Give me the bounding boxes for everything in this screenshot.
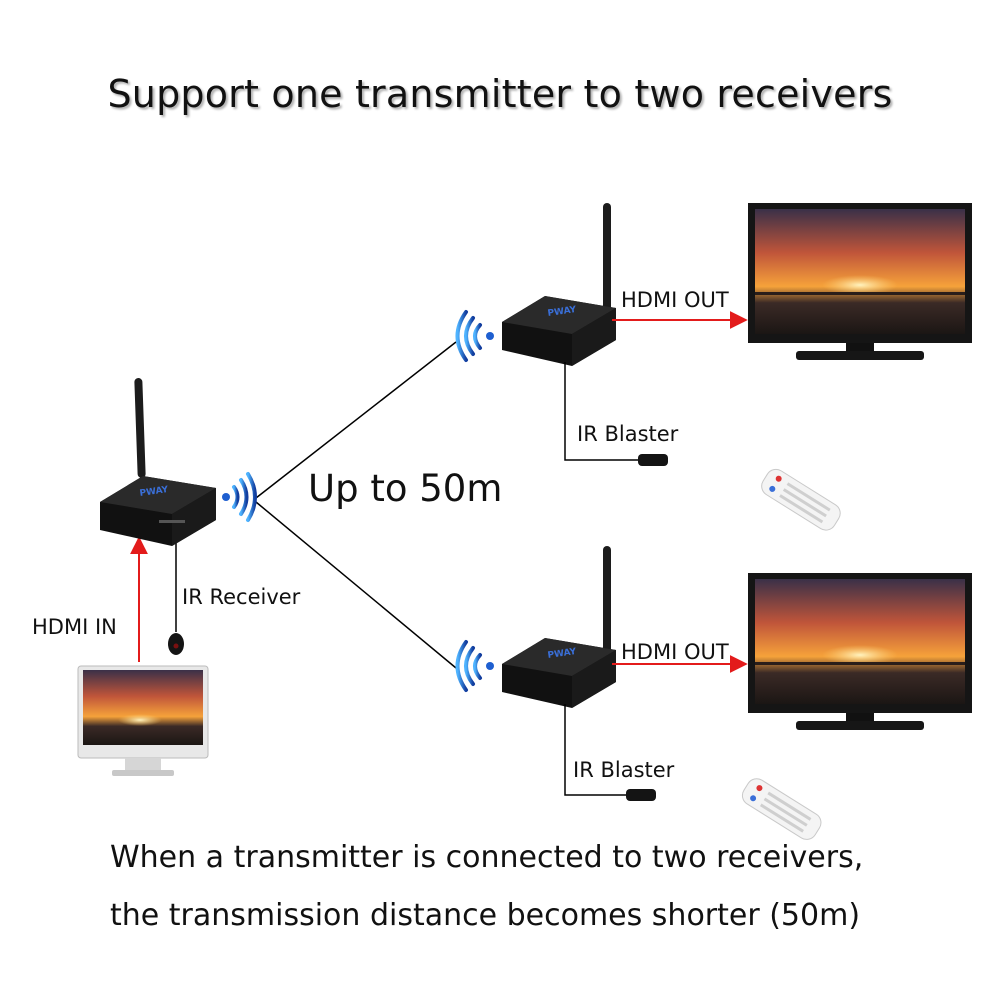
hdmi-in-label: HDMI IN — [32, 615, 117, 639]
distance-label: Up to 50m — [308, 467, 503, 510]
receiver-2-device — [502, 546, 616, 708]
receiver-1-ir-blaster — [564, 362, 668, 466]
ir-receiver — [168, 530, 184, 655]
ir-receiver-label: IR Receiver — [182, 585, 301, 609]
tv-2 — [748, 573, 972, 730]
wireless-link-lines — [255, 341, 457, 669]
receiver-1-device — [502, 203, 616, 366]
computer-monitor — [77, 665, 209, 776]
transmitter-wifi-icon — [222, 472, 257, 522]
receiver-1-wifi-icon — [455, 310, 494, 362]
receiver-1-ir-blaster-label: IR Blaster — [577, 422, 679, 446]
page-title: Support one transmitter to two receivers — [107, 72, 893, 116]
receiver-2-ir-blaster — [564, 704, 656, 801]
link-to-receiver-2 — [255, 501, 457, 669]
receiver-2-brand: PWAY — [547, 647, 577, 661]
receiver-1-hdmi-out-label: HDMI OUT — [621, 288, 729, 312]
receiver-2-wifi-icon — [455, 640, 494, 692]
remote-control-2 — [741, 778, 822, 840]
tv-1 — [748, 203, 972, 360]
receiver-2-ir-blaster-label: IR Blaster — [573, 758, 675, 782]
remote-control-1 — [761, 468, 841, 531]
transmitter-device — [100, 378, 216, 546]
caption-line-1: When a transmitter is connected to two r… — [110, 840, 864, 875]
receiver-1-brand: PWAY — [547, 305, 577, 319]
receiver-2-hdmi-out-label: HDMI OUT — [621, 640, 729, 664]
caption-line-2: the transmission distance becomes shorte… — [110, 898, 861, 933]
transmitter-brand: PWAY — [139, 485, 169, 499]
link-to-receiver-1 — [255, 341, 457, 499]
